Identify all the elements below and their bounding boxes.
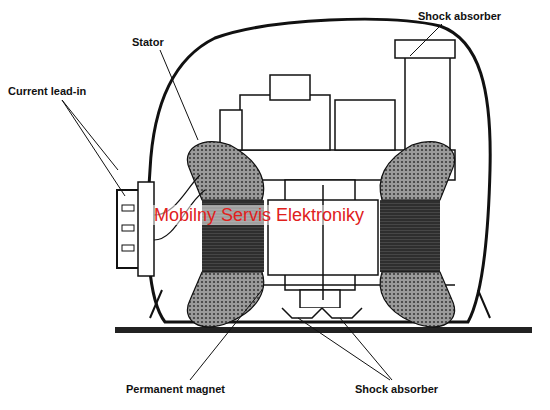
part-label: Stator [132,36,164,49]
current-lead-in-terminal [117,182,154,276]
part-label: Permanent magnet [126,383,225,396]
permanent-magnet-rotor [268,185,378,300]
stator-winding [187,142,454,327]
part-label: Current lead-in [8,85,86,98]
part-label: Shock absorber [418,10,501,23]
base-plate [115,327,532,333]
watermark: Mobilny Servis Elektroniky [152,205,366,225]
shock-absorber-feet [282,308,362,318]
leader-line [62,24,442,380]
part-label: Shock absorber [355,383,438,396]
